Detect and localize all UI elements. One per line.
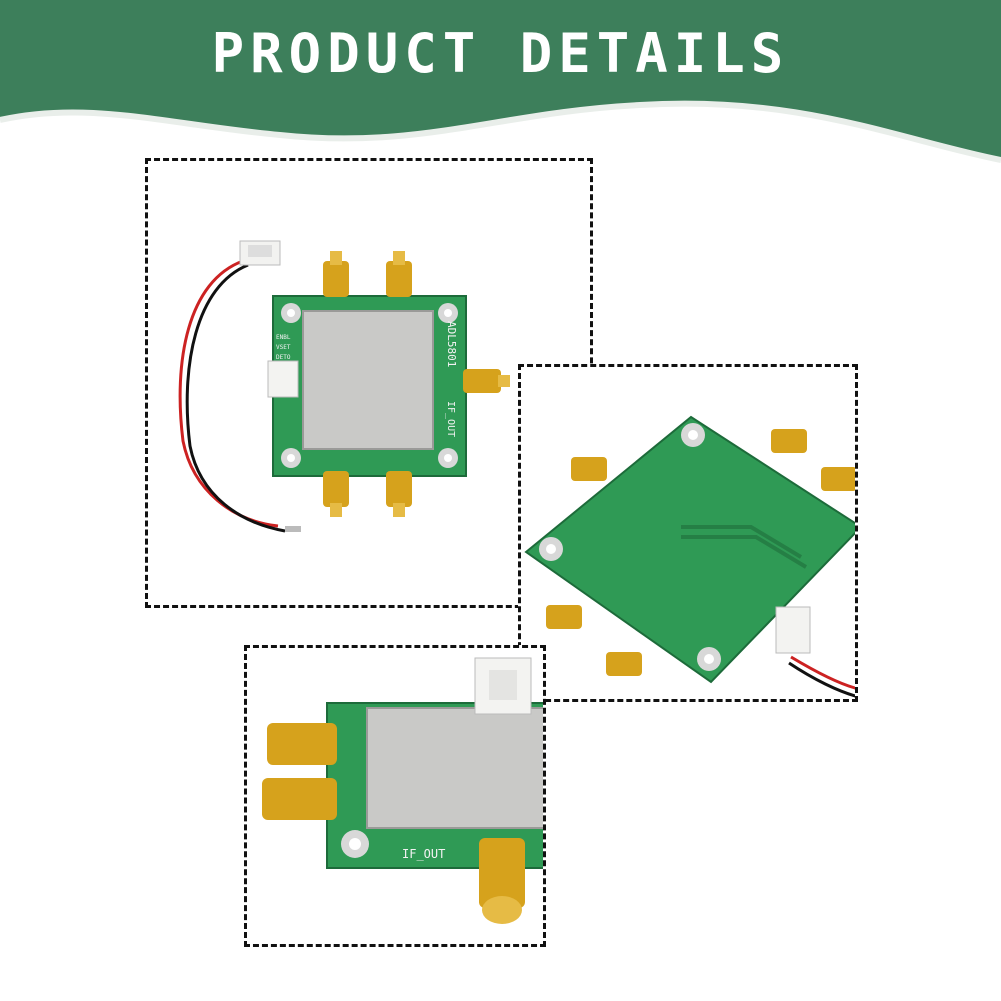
header-banner: PRODUCT DETAILS <box>0 0 1001 170</box>
port-label: IF_OUT <box>402 847 445 861</box>
pcb-board <box>524 415 855 684</box>
board-closeup-illustration: IF_OUT <box>262 657 543 924</box>
sma-connector <box>323 471 349 507</box>
product-photo-closeup: IF_OUT <box>244 645 546 947</box>
pin-label: ENBL <box>276 334 291 341</box>
sma-connector <box>463 369 501 393</box>
pin-label: VSET <box>276 344 291 351</box>
sma-connector <box>606 652 642 676</box>
board-top-illustration: ADL5801 IF_OUT ENBL VSET DETO <box>178 240 510 533</box>
port-label: IF_OUT <box>445 401 456 437</box>
sma-connector <box>323 261 349 297</box>
sma-connector <box>821 467 855 491</box>
sma-connector <box>771 429 807 453</box>
page-title: PRODUCT DETAILS <box>211 22 790 85</box>
sma-connector <box>386 261 412 297</box>
board-bottom-illustration <box>524 415 855 698</box>
rf-shield <box>366 707 543 829</box>
pin-label: DETO <box>276 354 291 361</box>
sma-connector <box>262 778 337 820</box>
header-wave <box>0 0 1001 163</box>
product-photo-bottom-view <box>518 364 858 702</box>
sma-connector <box>571 457 607 481</box>
board-model-label: ADL5801 <box>445 321 458 367</box>
sma-connector <box>479 838 525 908</box>
sma-connector <box>386 471 412 507</box>
rf-shield <box>302 310 434 450</box>
sma-connector <box>267 723 337 765</box>
sma-connector <box>546 605 582 629</box>
